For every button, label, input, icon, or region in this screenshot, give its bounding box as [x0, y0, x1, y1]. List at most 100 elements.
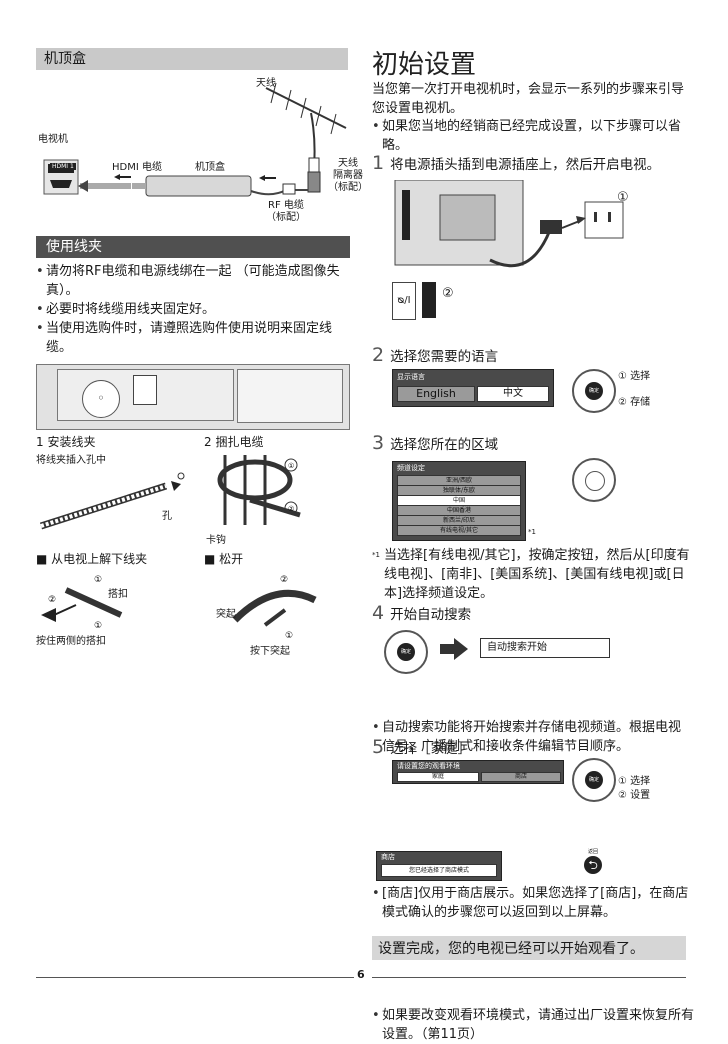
region-note-text: 当选择[有线电视/其它]，按确定按钮，然后从[印度有线电视]、[南非]、[美国系… — [384, 548, 690, 601]
power-button-icon: ᴓ/I — [392, 282, 416, 320]
step2-text: 选择您需要的语言 — [390, 349, 499, 365]
shop-osd-message: 您已经选择了商店模式 — [381, 864, 497, 877]
intro-bullet: 如果您当地的经销商已经完成设置，以下步骤可以省略。 — [372, 117, 686, 155]
return-label: 返回 — [588, 849, 599, 855]
step3-text: 选择您所在的区域 — [390, 437, 499, 453]
step4-number: 4 — [372, 602, 385, 624]
svg-text:②: ② — [280, 575, 288, 585]
clamp-tie-illustration — [39, 472, 185, 530]
language-osd-title: 显示语言 — [397, 373, 425, 381]
step3: 3 选择您所在的区域 — [372, 432, 498, 454]
arrow-right-icon — [440, 638, 468, 660]
svg-text:①: ① — [94, 575, 102, 585]
svg-text:②: ② — [288, 505, 294, 513]
stb-label: 机顶盒 — [195, 162, 225, 173]
step1-text: 将电源插头插到电源插座上，然后开启电视。 — [390, 157, 661, 173]
svg-text:①: ① — [285, 631, 293, 640]
remove-clamp-title: ■ 从电视上解下线夹 — [36, 552, 148, 566]
step2-store-label: ② 存储 — [618, 397, 651, 408]
ok-button-icon: 确定 — [397, 643, 415, 661]
stb-connection-diagram — [43, 82, 347, 197]
clamp-bullet-1: 请勿将RF电缆和电源线绑在一起 （可能造成图像失真）。 — [36, 262, 348, 300]
environment-osd-title: 请设置您的观看环境 — [397, 762, 460, 770]
step4-bullet: 自动搜索功能将开始搜索并存储电视频道。根据电视信号，广播制式和接收条件编辑节目顺… — [372, 718, 692, 756]
english-option[interactable]: English — [397, 386, 475, 402]
bundle-cable-title: 2 捆扎电缆 — [204, 435, 264, 449]
step5-number: 5 — [372, 736, 385, 758]
knob-label: 突起 — [216, 609, 236, 620]
shop-osd-title: 商店 — [381, 853, 395, 861]
antenna-icon — [265, 82, 347, 135]
install-clamp-sub: 将线夹插入孔中 — [36, 455, 106, 466]
press-knob-label: 按下突起 — [250, 646, 290, 657]
remove-clamp-illustration: ① ② ① — [41, 575, 123, 630]
region-item[interactable]: 有线电视/其它 — [397, 525, 521, 536]
dpad-icon: 确定 — [572, 758, 616, 802]
completion-banner: 设置完成，您的电视已经可以开始观看了。 — [372, 936, 686, 960]
ok-button-icon: 确定 — [585, 382, 603, 400]
svg-text:②: ② — [48, 595, 56, 605]
stb-section-header: 机顶盒 — [36, 48, 348, 70]
region-note-mark: *1 — [372, 551, 380, 559]
hdmi-port-label: HDMI 1 — [50, 163, 76, 170]
footer-rule-right — [372, 977, 686, 978]
step1: 1 将电源插头插到电源插座上，然后开启电视。 — [372, 152, 692, 174]
return-button-icon: ⮌ — [584, 856, 602, 874]
tv-label: 电视机 — [38, 134, 68, 145]
callout-1: ① — [617, 190, 629, 205]
environment-osd: 请设置您的观看环境 家庭 商店 — [392, 760, 564, 784]
clamp-bullet-2: 必要时将线缆用线夹固定好。 — [36, 300, 348, 319]
auto-search-box: 自动搜索开始 — [480, 638, 610, 658]
step2-select-label: ① 选择 — [618, 371, 651, 382]
clamp-bullets: 请勿将RF电缆和电源线绑在一起 （可能造成图像失真）。 必要时将线缆用线夹固定好… — [36, 262, 348, 357]
step5-set-label: ② 设置 — [618, 790, 651, 801]
svg-text:①: ① — [94, 621, 102, 630]
step5-select-label: ① 选择 — [618, 776, 651, 787]
hole-label: 孔 — [162, 511, 172, 522]
step1-number: 1 — [372, 152, 385, 174]
dpad-icon: 确定 — [572, 369, 616, 413]
hdmi-cable-label: HDMI 电缆 — [112, 162, 162, 173]
intro-text: 当您第一次打开电视机时，会显示一系列的步骤来引导您设置电视机。 — [372, 82, 685, 116]
clamp-location-illustration: ◦ — [36, 364, 350, 430]
step4: 4 开始自动搜索 — [372, 602, 471, 624]
clamp-section-header: 使用线夹 — [36, 236, 350, 258]
press-both-label: 按住两侧的搭扣 — [36, 636, 106, 647]
home-option[interactable]: 家庭 — [397, 772, 479, 782]
hole-circle-icon: ◦ — [82, 380, 120, 418]
hook-label: 卡钩 — [206, 535, 226, 546]
callout-2: ② — [442, 286, 454, 301]
loosen-title: ■ 松开 — [204, 552, 244, 566]
region-footnote-mark: *1 — [528, 528, 536, 536]
antenna-label: 天线 — [256, 78, 276, 89]
footer-rule-left — [36, 977, 354, 978]
ok-button-icon: 确定 — [585, 771, 603, 789]
step2: 2 选择您需要的语言 — [372, 344, 498, 366]
step5-bullet: [商店]仅用于商店展示。如果您选择了[商店]，在商店模式确认的步骤您可以返回到以… — [372, 884, 696, 922]
dpad-icon — [572, 458, 616, 502]
page-number: 6 — [357, 968, 365, 981]
antenna-isolator-label: 天线 隔离器 （标配） — [328, 158, 368, 193]
step2-number: 2 — [372, 344, 385, 366]
step4-text: 开始自动搜索 — [390, 607, 472, 623]
bundle-cable-illustration: ① ② — [217, 455, 301, 525]
rf-cable-label: RF 电缆 （标配） — [266, 200, 306, 223]
shop-option[interactable]: 商店 — [481, 772, 561, 782]
language-osd: 显示语言 English 中文 — [392, 369, 554, 407]
power-button-side — [422, 282, 436, 318]
region-note: *1 当选择[有线电视/其它]，按确定按钮，然后从[印度有线电视]、[南非]、[… — [372, 546, 698, 603]
chinese-option[interactable]: 中文 — [477, 386, 549, 402]
snap-label: 搭扣 — [108, 589, 128, 600]
step5-bullet-2: 如果要改变观看环境模式，请通过出厂设置来恢复所有设置。（第11页） — [372, 1006, 696, 1044]
region-osd: 频道设定 亚洲/西欧 独联体/东欧 中国 中国香港 新西兰/印尼 有线电视/其它 — [392, 461, 526, 541]
svg-text:①: ① — [288, 462, 294, 470]
page-title: 初始设置 — [372, 50, 477, 80]
shop-osd: 商店 您已经选择了商店模式 — [376, 851, 502, 881]
clamp-bullet-3: 当使用选购件时，请遵照选购件使用说明来固定线缆。 — [36, 319, 348, 357]
region-osd-title: 频道设定 — [397, 464, 425, 472]
install-clamp-title: 1 安装线夹 — [36, 435, 96, 449]
loosen-illustration: ②① — [232, 575, 317, 640]
step3-number: 3 — [372, 432, 385, 454]
dpad-icon: 确定 — [384, 630, 428, 674]
